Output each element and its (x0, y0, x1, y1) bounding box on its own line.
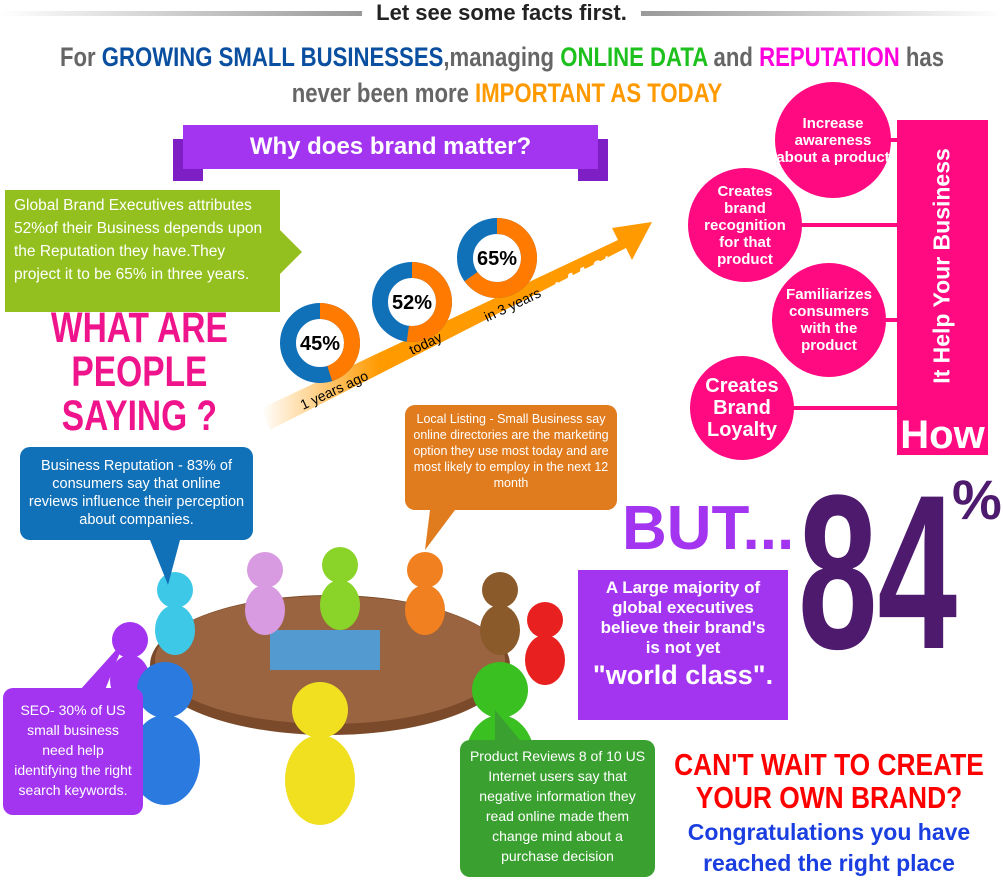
headline-line-1: For GROWING SMALL BUSINESSES,managing ON… (0, 40, 1003, 74)
how-text: How (900, 413, 985, 457)
text: ONLINE DATA (559, 42, 707, 72)
local-listing-bubble: Local Listing - Small Business say onlin… (405, 405, 617, 510)
donut-value-arc (457, 218, 537, 298)
cta-subtitle: Congratulations you have reached the rig… (687, 819, 971, 876)
headline-text: never been more IMPORTANT AS TODAY (291, 76, 722, 110)
divider (640, 10, 1003, 16)
person-head (527, 602, 563, 638)
title-text: Let see some facts first. (376, 0, 627, 25)
donut-value-arc (372, 262, 452, 342)
reputation-bubble: Business Reputation - 83% of consumers s… (20, 447, 253, 540)
donut-label: 52% (392, 292, 432, 314)
percent-sign: % (952, 468, 1002, 531)
donut-label: 65% (477, 248, 517, 270)
person-body (480, 605, 520, 655)
product-reviews-bubble: Product Reviews 8 of 10 US Internet user… (460, 740, 655, 877)
person-body (405, 585, 445, 635)
line: WHAT ARE (50, 304, 228, 352)
how-circle-loyalty: Creates Brand Loyalty (690, 356, 794, 460)
person-head (247, 552, 283, 588)
brand-executives-box: Global Brand Executives attributes 52%of… (5, 190, 302, 312)
person-body (285, 735, 355, 825)
big-number: 84 (798, 449, 958, 695)
growth-arrow (262, 222, 652, 430)
but-text: BUT... (622, 494, 795, 563)
text: ,managing (442, 42, 560, 72)
text: never been more (291, 78, 475, 108)
person-head (472, 662, 528, 718)
divider (0, 10, 363, 16)
person-body (245, 585, 285, 635)
seo-bubble: SEO- 30% of US small business need help … (3, 688, 143, 815)
donut-label: 45% (300, 333, 340, 355)
person-body (525, 635, 565, 685)
headline-text: For GROWING SMALL BUSINESSES,managing ON… (59, 40, 943, 74)
person-head (407, 552, 443, 588)
how-circle-recognition: Creates brand recognition for that produ… (688, 168, 802, 282)
line: PEOPLE (71, 348, 208, 396)
person-body (155, 605, 195, 655)
person-head (482, 572, 518, 608)
person-head (157, 572, 193, 608)
vertical-text: It Help Your Business (928, 148, 955, 384)
how-circle-familiarize: Familiarizes consumers with the product (772, 263, 886, 377)
text: and (706, 42, 759, 72)
text: IMPORTANT AS TODAY (474, 78, 722, 108)
person-head (322, 547, 358, 583)
world-class-box: A Large majority of global executives be… (578, 570, 788, 720)
person-body (320, 580, 360, 630)
line: SAYING ? (61, 392, 218, 440)
headline-line-2: never been more IMPORTANT AS TODAY (5, 76, 1003, 110)
quote: "world class". (592, 660, 774, 690)
text: For (59, 42, 102, 72)
person-head (137, 662, 193, 718)
text: REPUTATION (758, 42, 900, 72)
meeting-table-illustration (110, 547, 565, 825)
person-body (130, 715, 200, 805)
text: has (899, 42, 944, 72)
cta-title: CAN'T WAIT TO CREATE YOUR OWN BRAND? (674, 747, 984, 815)
text: GROWING SMALL BUSINESSES (101, 42, 443, 72)
person-head (292, 682, 348, 738)
text: A Large majority of global executives be… (600, 578, 766, 657)
donut-value-arc (280, 303, 360, 383)
how-circle-awareness: Increase awareness about a product (775, 82, 891, 198)
section-title: Let see some facts first. (0, 0, 1003, 26)
